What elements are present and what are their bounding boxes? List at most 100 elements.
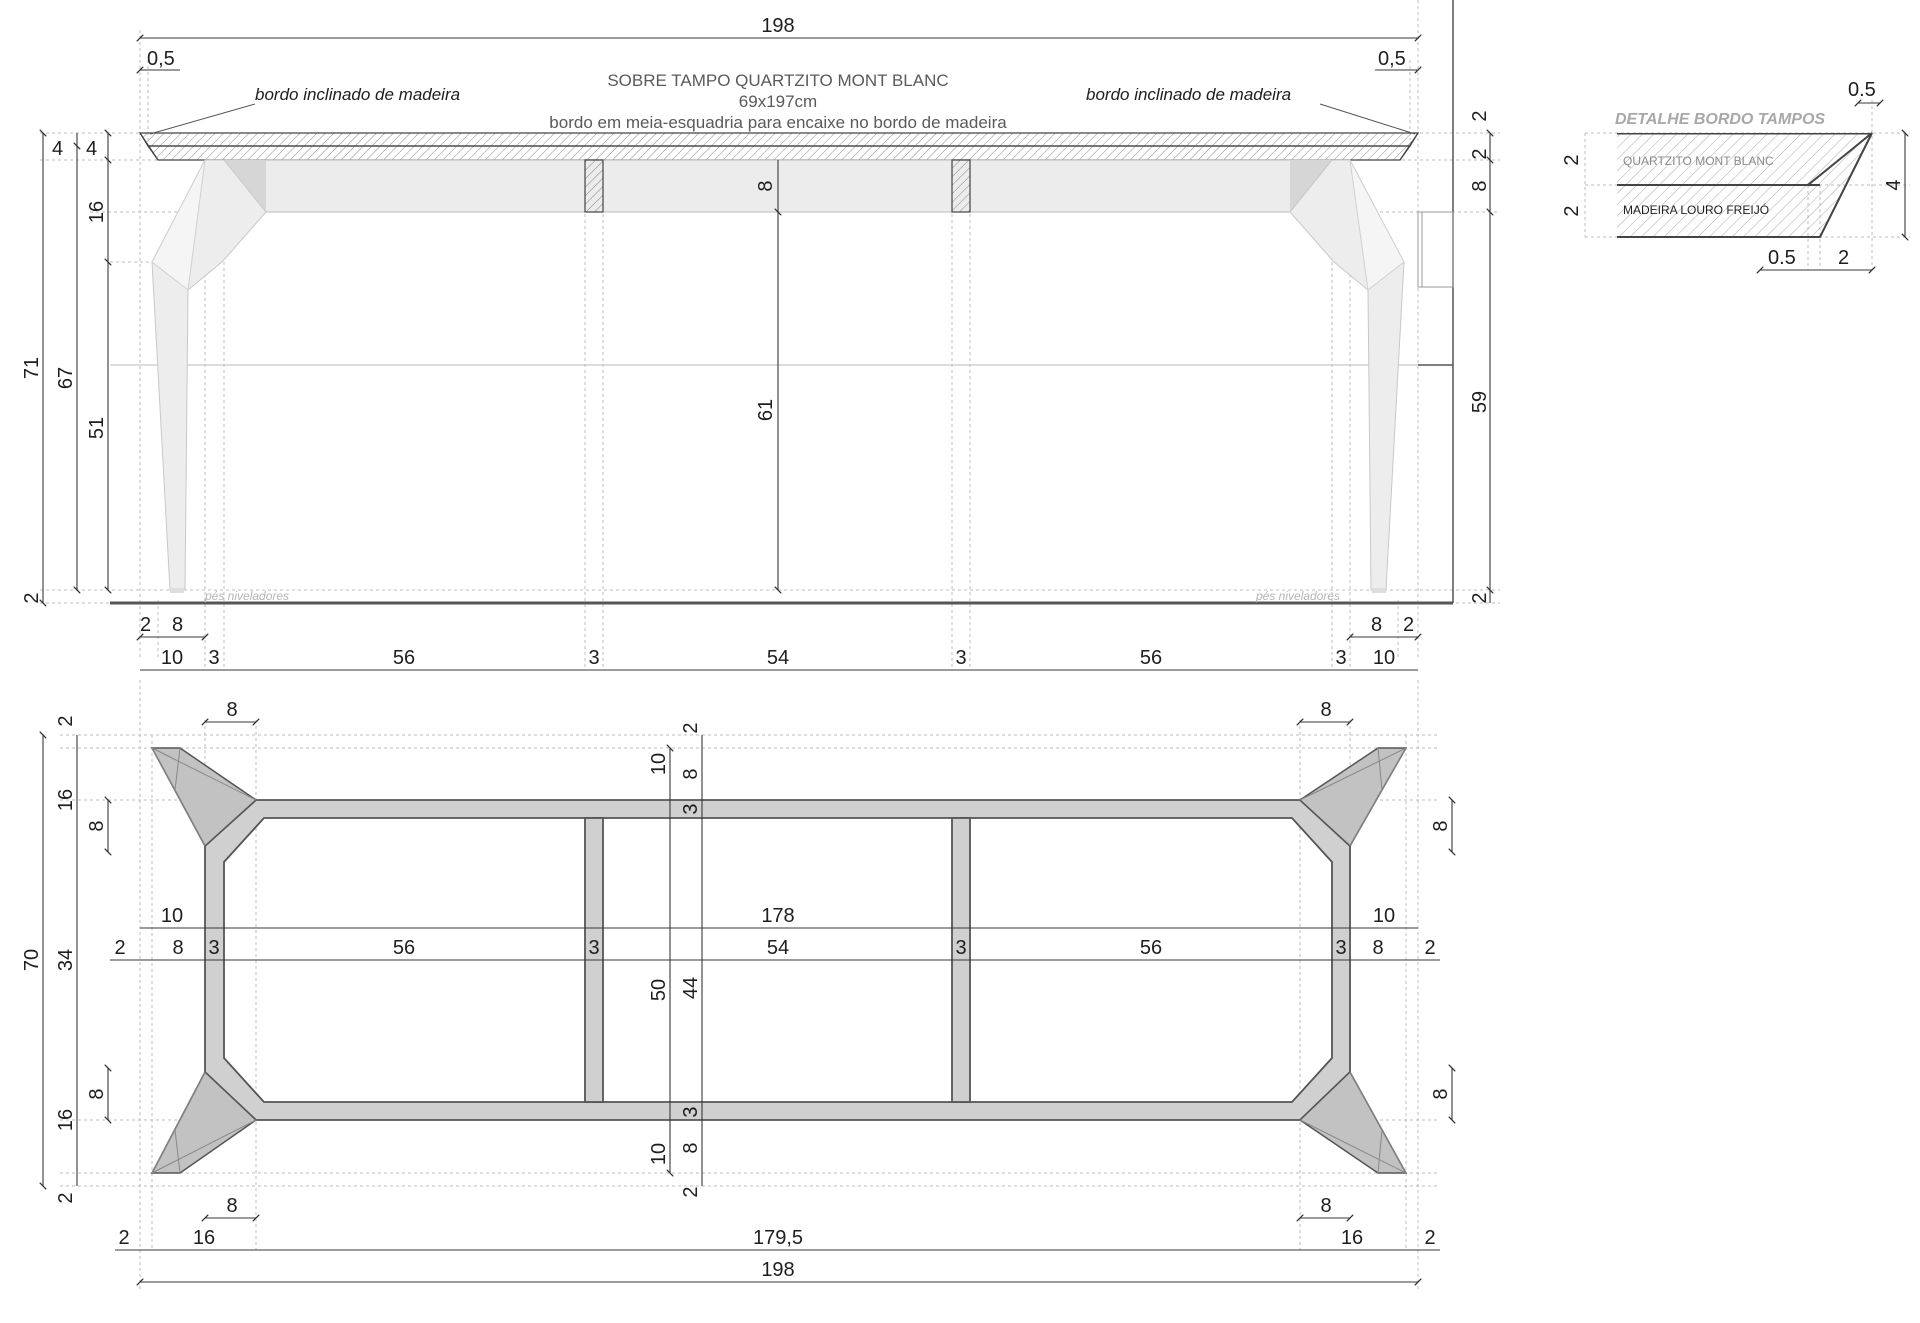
plan-leg-top-right [1298,747,1408,848]
dim-row-item: 3 [1335,647,1346,669]
edge-detail: DETALHE BORDO TAMPOS QUARTZITO MONT BLAN… [1561,79,1910,270]
dim-row-item: 54 [767,937,789,959]
dim-row-item: 3 [955,937,966,959]
dim-bottom-2r: 2 [1403,614,1414,636]
dim-total-198: 198 [761,15,794,37]
plan-dim-top-8-right: 8 [1320,699,1331,721]
plan-dim-178: 178 [761,905,794,927]
dim-row-item: 10 [161,647,183,669]
plan-dim-left-16b: 16 [55,1109,77,1131]
plan-dim-c-2a: 2 [680,722,702,733]
dim-right-8: 8 [1469,180,1491,191]
feet-right: pés niveladores [1255,589,1340,603]
dim-leg-51: 51 [86,417,108,439]
dim-edge-left: 0,5 [147,48,175,70]
dim-right-2a: 2 [1469,110,1491,121]
dim-right-2b: 2 [1469,148,1491,159]
plan-view: 8 8 70 2 16 34 16 2 8 8 8 8 2 8 10 3 50 … [21,680,1452,1290]
dim-edge-right: 0,5 [1378,48,1406,70]
dim-right-59: 59 [1469,391,1491,413]
plan-dim-c-44: 44 [680,977,702,999]
detail-wood-label: MADEIRA LOURO FREIJÓ [1623,202,1769,217]
dim-row-item: 16 [193,1227,215,1249]
note-left: bordo inclinado de madeira [255,85,460,104]
tabletop [138,132,1420,161]
dim-top-4b: 4 [86,138,97,160]
dim-row-item: 179,5 [753,1227,803,1249]
detail-title: DETALHE BORDO TAMPOS [1615,111,1825,128]
plan-dim-bot-8-right: 8 [1320,1195,1331,1217]
dim-bottom-8: 8 [172,614,183,636]
plan-dim-left-8b: 8 [86,1088,108,1099]
dim-height-67: 67 [55,367,77,389]
feet-left: pés niveladores [204,589,289,603]
dim-row-item: 3 [208,647,219,669]
plan-dim-c-50: 50 [648,979,670,1001]
plan-dim-c-8a: 8 [680,768,702,779]
note-right: bordo inclinado de madeira [1086,85,1291,104]
dim-row-item: 3 [208,937,219,959]
plan-dim-c-3b: 3 [680,1106,702,1117]
dim-row-item: 54 [767,647,789,669]
plan-dim-10-left: 10 [161,905,183,927]
elevation-note: bordo em meia-esquadria para encaixe no … [549,113,1007,132]
plan-dim-left-70: 70 [21,949,43,971]
dim-row-item: 2 [1424,1227,1435,1249]
dim-bottom-8r: 8 [1371,614,1382,636]
dim-row-item: 3 [1335,937,1346,959]
plan-dim-left-16a: 16 [55,789,77,811]
dim-row-item: 56 [393,937,415,959]
dim-row-item: 10 [1373,647,1395,669]
elevation-size: 69x197cm [739,92,817,111]
dim-row-item: 2 [1424,937,1435,959]
plan-leg-bottom-left [150,1070,258,1174]
detail-dim-left-b: 2 [1561,205,1583,216]
detail-dim-right: 4 [1883,179,1905,190]
dim-apron-8: 8 [755,180,777,191]
plan-dim-10-right: 10 [1373,905,1395,927]
dim-row-item: 3 [588,937,599,959]
dim-row-item: 16 [1341,1227,1363,1249]
leg-right [1289,159,1405,593]
dim-row-item: 8 [1372,937,1383,959]
dim-row-item: 8 [172,937,183,959]
plan-dim-c-8b: 8 [680,1142,702,1153]
dim-row-item: 3 [955,647,966,669]
dim-right-2c: 2 [1469,592,1491,603]
detail-dim-left-a: 2 [1561,154,1583,165]
plan-bottom-row: 2 16 179,5 16 2 [118,1227,1435,1249]
dim-row-item: 2 [114,937,125,959]
plan-leg-bottom-right [1298,1070,1408,1174]
plan-dim-left-34: 34 [55,949,77,971]
dim-height-71: 71 [21,357,43,379]
leg-left [151,159,267,593]
dim-clear-61: 61 [755,399,777,421]
dim-row-item: 56 [1140,647,1162,669]
plan-dim-c-10b: 10 [648,1143,670,1165]
plan-dim-left-2b: 2 [55,1192,77,1203]
plan-dim-right-8b: 8 [1430,1088,1452,1099]
plan-dim-top-8-left: 8 [226,699,237,721]
dim-apron-16: 16 [86,201,108,223]
dim-row-item: 56 [1140,937,1162,959]
dim-bottom-2: 2 [140,614,151,636]
plan-dim-c-10a: 10 [648,753,670,775]
plan-dim-right-8a: 8 [1430,820,1452,831]
detail-stone-label: QUARTZITO MONT BLANC [1623,154,1774,168]
dim-foot-2: 2 [21,592,43,603]
plan-dim-left-2a: 2 [55,715,77,726]
detail-dim-bottom-b: 2 [1838,247,1849,269]
elevation-title: SOBRE TAMPO QUARTZITO MONT BLANC [607,71,948,90]
detail-dim-top: 0.5 [1848,79,1876,101]
elevation-bottom-row: 10 3 56 3 54 3 56 3 10 [161,647,1395,669]
plan-dim-bot-8-left: 8 [226,1195,237,1217]
dim-row-item: 56 [393,647,415,669]
plan-dim-total-198: 198 [761,1259,794,1281]
plan-dim-c-3a: 3 [680,803,702,814]
plan-leg-top-left [150,747,258,848]
dim-top-4a: 4 [52,138,63,160]
plan-dim-left-8a: 8 [86,820,108,831]
plan-dim-c-2b: 2 [680,1186,702,1197]
detail-dim-bottom-a: 0.5 [1768,247,1796,269]
